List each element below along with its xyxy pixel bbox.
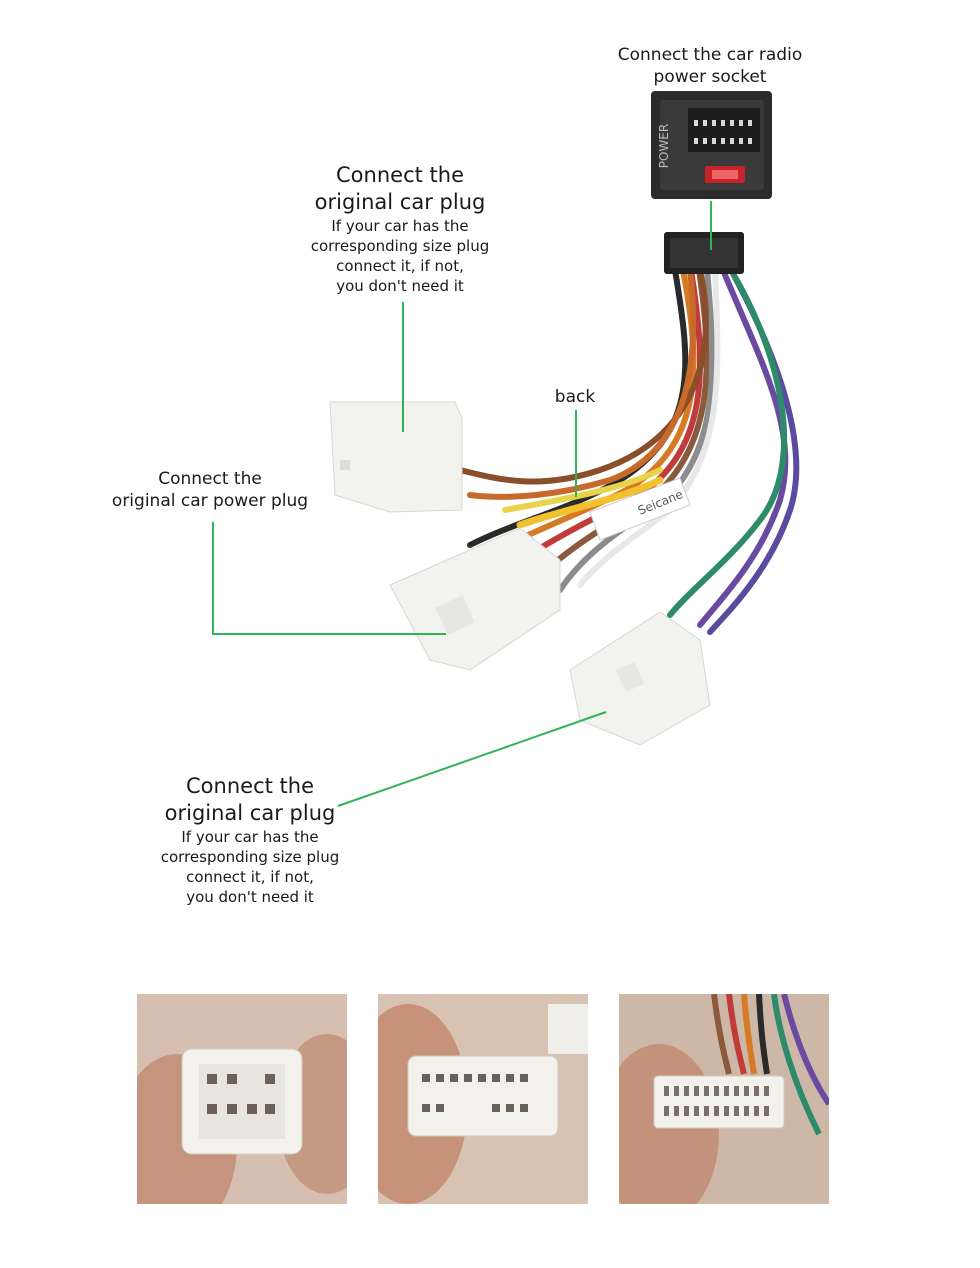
top-plug-note-line1: If your car has the: [331, 217, 469, 235]
top-plug-title-line2: original car plug: [314, 190, 486, 214]
leader-line-bottom-plug: [337, 711, 607, 807]
harness-diagram: POWER Seicane: [212, 91, 800, 807]
radio-power-socket: POWER: [651, 91, 772, 199]
power-plug-connector: [389, 527, 561, 671]
leader-lines: [212, 201, 712, 807]
harness-head-connector: [664, 232, 744, 274]
top-plug-note-line2: corresponding size plug: [310, 237, 490, 255]
socket-pins: [694, 120, 752, 144]
bottom-plug-note-line3: connect it, if not,: [186, 868, 314, 886]
bottom-plug-note-line4: you don't need it: [186, 888, 314, 906]
photo-connector-head: [619, 994, 829, 1204]
bottom-original-plug: [569, 611, 711, 746]
radio-socket-label-line2: power socket: [653, 67, 767, 87]
photo-connector-small: [137, 994, 347, 1204]
power-plug-label: Connect the original car power plug: [100, 468, 320, 512]
radio-socket-label-line1: Connect the car radio: [617, 45, 803, 65]
bottom-plug-title-line1: Connect the: [186, 774, 314, 798]
bottom-plug-label: Connect the original car plug If your ca…: [140, 773, 360, 907]
back-label: back: [554, 387, 596, 407]
top-plug-note-line4: you don't need it: [336, 277, 464, 295]
bottom-plug-note-line2: corresponding size plug: [160, 848, 340, 866]
power-plug-label-line2: original car power plug: [111, 491, 309, 511]
power-plug-label-line1: Connect the: [158, 469, 262, 489]
radio-socket-label: Connect the car radio power socket: [610, 44, 810, 88]
socket-power-text: POWER: [657, 124, 671, 168]
cable-label-tag: Seicane: [589, 477, 691, 541]
top-plug-title-line1: Connect the: [336, 163, 464, 187]
top-original-plug: [329, 401, 463, 513]
bottom-plug-title-line2: original car plug: [164, 801, 336, 825]
leader-line-power-plug: [212, 522, 446, 635]
top-plug-note-line3: connect it, if not,: [336, 257, 464, 275]
photo-connector-medium: [378, 994, 588, 1204]
top-plug-label: Connect the original car plug If your ca…: [290, 162, 510, 296]
bottom-plug-note-line1: If your car has the: [181, 828, 319, 846]
